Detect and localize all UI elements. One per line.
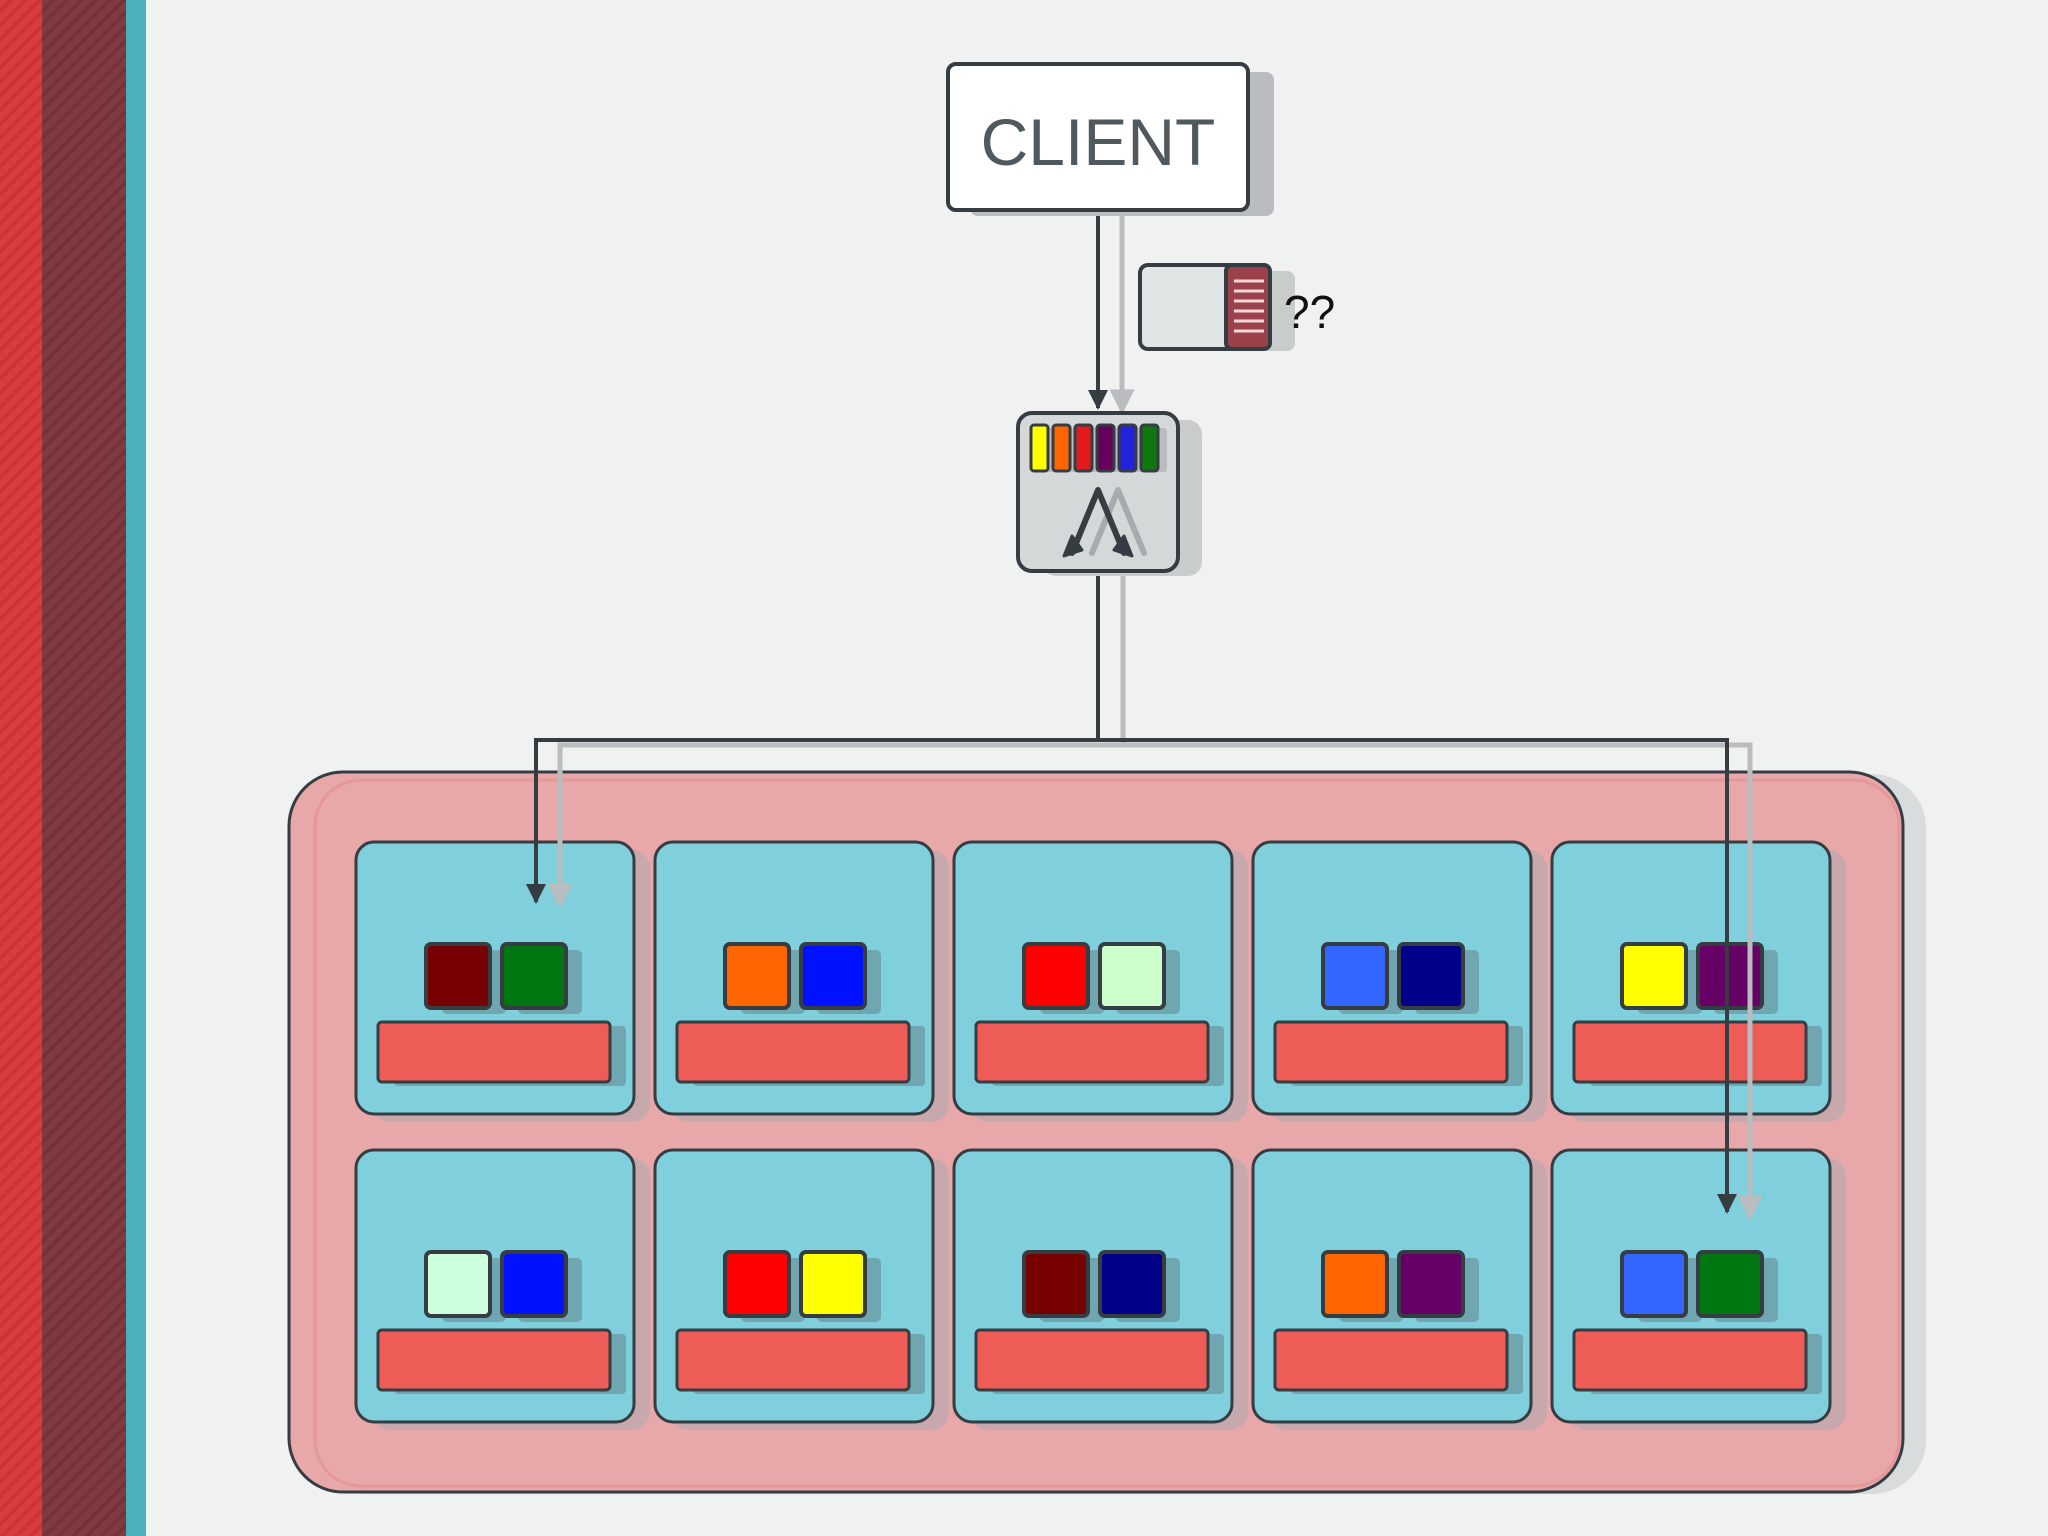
node-box-6: [354, 1148, 650, 1430]
router-box: [1016, 411, 1202, 576]
client-box: CLIENT: [946, 62, 1274, 216]
node-3-chip-2: [1098, 942, 1166, 1010]
node-6-chip-1: [424, 1250, 492, 1318]
node-4-chip-2: [1397, 942, 1465, 1010]
node-10-bar: [1572, 1328, 1808, 1392]
node-2-chip-2: [799, 942, 867, 1010]
router-stripe: [1073, 423, 1094, 473]
node-box-7: [653, 1148, 949, 1430]
node-7-bar: [675, 1328, 911, 1392]
route-to-node-1-arrow: [526, 738, 1098, 904]
router-stripe: [1095, 423, 1116, 473]
message-envelope: ??: [1138, 263, 1335, 351]
message-label: ??: [1284, 286, 1335, 338]
client-label: CLIENT: [981, 105, 1216, 179]
node-6-bar: [376, 1328, 612, 1392]
node-3-bar: [974, 1020, 1210, 1084]
node-1-chip-1: [424, 942, 492, 1010]
node-8-chip-1: [1022, 1250, 1090, 1318]
node-1-bar: [376, 1020, 612, 1084]
node-2-bar: [675, 1020, 911, 1084]
side-stripe-red: [0, 0, 42, 1536]
route-to-node-10-arrow: [1098, 738, 1737, 1214]
router-stripe: [1051, 423, 1072, 473]
node-8-chip-2: [1098, 1250, 1166, 1318]
router-queue: [1029, 423, 1167, 473]
node-box-8: [952, 1148, 1248, 1430]
node-10-chip-1: [1620, 1250, 1688, 1318]
node-6-chip-2: [500, 1250, 568, 1318]
node-5-chip-2: [1696, 942, 1764, 1010]
node-9-chip-2: [1397, 1250, 1465, 1318]
node-box-1: [354, 840, 650, 1122]
node-5-chip-1: [1620, 942, 1688, 1010]
node-box-3: [952, 840, 1248, 1122]
node-box-10: [1550, 1148, 1846, 1430]
node-box-9: [1251, 1148, 1547, 1430]
connector-shadows: [547, 212, 1763, 1221]
node-7-chip-1: [723, 1250, 791, 1318]
node-5-bar: [1572, 1020, 1808, 1084]
node-10-chip-2: [1696, 1250, 1764, 1318]
side-stripe-dark: [42, 0, 126, 1536]
node-9-bar: [1273, 1328, 1509, 1392]
router-stripe: [1139, 423, 1160, 473]
node-1-chip-2: [500, 942, 568, 1010]
node-box-4: [1251, 840, 1547, 1122]
nodes-group: [354, 840, 1846, 1430]
node-3-chip-1: [1022, 942, 1090, 1010]
router-fork-icon: [1062, 487, 1147, 558]
router-stripe: [1029, 423, 1050, 473]
node-4-chip-1: [1321, 942, 1389, 1010]
node-box-5: [1550, 840, 1846, 1122]
node-box-2: [653, 840, 949, 1122]
node-9-chip-1: [1321, 1250, 1389, 1318]
connectors: [526, 212, 1737, 1214]
router-stripe: [1117, 423, 1138, 473]
node-4-bar: [1273, 1020, 1509, 1084]
node-8-bar: [974, 1328, 1210, 1392]
node-2-chip-1: [723, 942, 791, 1010]
node-7-chip-2: [799, 1250, 867, 1318]
side-stripe-teal: [126, 0, 146, 1536]
